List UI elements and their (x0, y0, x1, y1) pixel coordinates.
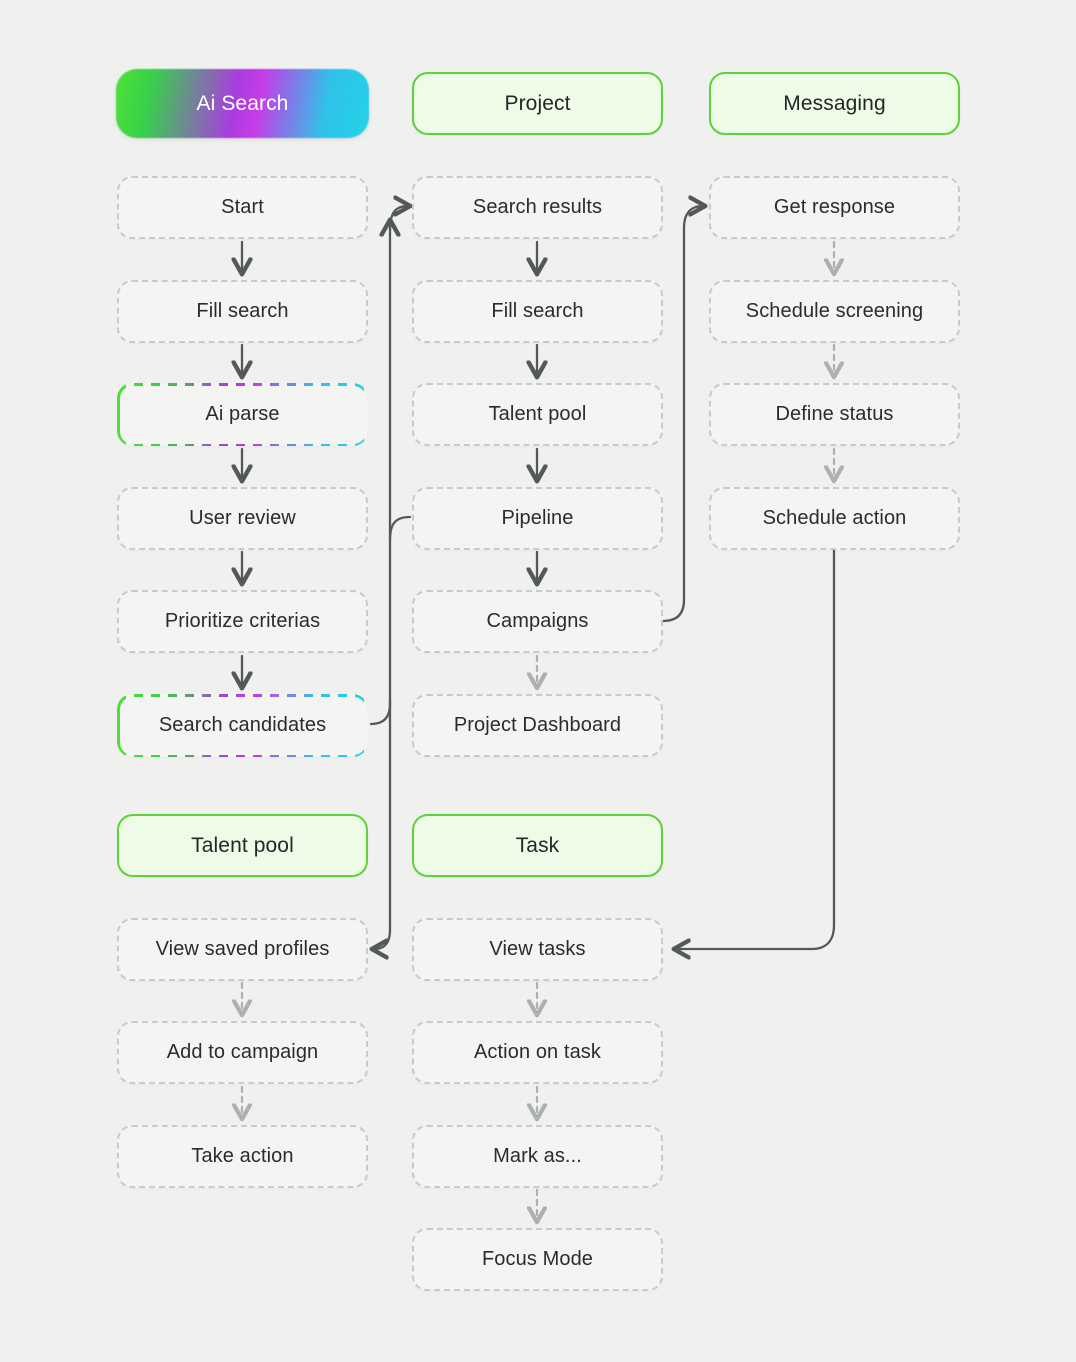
step-schedule-screening-label: Schedule screening (745, 300, 924, 322)
header-ai-search[interactable]: Ai Search (119, 72, 366, 135)
step-project-dashboard[interactable]: Project Dashboard (412, 694, 663, 757)
step-project-dashboard-label: Project Dashboard (453, 714, 622, 736)
header-task[interactable]: Task (412, 814, 663, 877)
step-project-fill-search-label: Fill search (491, 300, 584, 322)
header-talent-pool[interactable]: Talent pool (117, 814, 368, 877)
step-search-results-label: Search results (472, 196, 603, 218)
step-view-tasks-label: View tasks (489, 938, 586, 960)
step-define-status-label: Define status (775, 403, 894, 425)
step-project-fill-search[interactable]: Fill search (412, 280, 663, 343)
step-action-on-task[interactable]: Action on task (412, 1021, 663, 1084)
step-search-results[interactable]: Search results (412, 176, 663, 239)
step-mark-as[interactable]: Mark as... (412, 1125, 663, 1188)
step-fill-search-label: Fill search (196, 300, 289, 322)
step-pipeline-label: Pipeline (501, 507, 574, 529)
step-add-to-campaign-label: Add to campaign (166, 1041, 319, 1063)
step-view-tasks[interactable]: View tasks (412, 918, 663, 981)
header-project[interactable]: Project (412, 72, 663, 135)
step-view-saved-profiles[interactable]: View saved profiles (117, 918, 368, 981)
header-talent-pool-label: Talent pool (191, 833, 294, 857)
step-prioritize-criterias[interactable]: Prioritize criterias (117, 590, 368, 653)
header-messaging-label: Messaging (783, 91, 886, 115)
header-project-label: Project (504, 91, 571, 115)
step-view-saved-profiles-label: View saved profiles (155, 938, 330, 960)
step-ai-parse[interactable]: Ai parse (117, 383, 368, 446)
step-user-review-label: User review (189, 507, 296, 529)
step-campaigns[interactable]: Campaigns (412, 590, 663, 653)
step-pipeline[interactable]: Pipeline (412, 487, 663, 550)
step-search-candidates[interactable]: Search candidates (117, 694, 368, 757)
step-schedule-action-label: Schedule action (762, 507, 907, 529)
step-start-label: Start (221, 196, 264, 218)
step-get-response-label: Get response (773, 196, 896, 218)
step-start[interactable]: Start (117, 176, 368, 239)
step-project-talent-pool[interactable]: Talent pool (412, 383, 663, 446)
header-messaging[interactable]: Messaging (709, 72, 960, 135)
step-fill-search[interactable]: Fill search (117, 280, 368, 343)
step-ai-parse-label: Ai parse (205, 403, 280, 425)
step-take-action-label: Take action (191, 1145, 294, 1167)
step-action-on-task-label: Action on task (473, 1041, 602, 1063)
header-task-label: Task (515, 833, 560, 857)
step-add-to-campaign[interactable]: Add to campaign (117, 1021, 368, 1084)
step-prioritize-criterias-label: Prioritize criterias (164, 610, 321, 632)
step-search-candidates-label: Search candidates (158, 714, 327, 736)
step-focus-mode-label: Focus Mode (481, 1248, 594, 1270)
header-ai-search-label: Ai Search (196, 91, 289, 115)
step-project-talent-pool-label: Talent pool (488, 403, 587, 425)
step-focus-mode[interactable]: Focus Mode (412, 1228, 663, 1291)
step-user-review[interactable]: User review (117, 487, 368, 550)
step-define-status[interactable]: Define status (709, 383, 960, 446)
step-get-response[interactable]: Get response (709, 176, 960, 239)
step-schedule-screening[interactable]: Schedule screening (709, 280, 960, 343)
step-mark-as-label: Mark as... (493, 1145, 582, 1167)
step-take-action[interactable]: Take action (117, 1125, 368, 1188)
step-campaigns-label: Campaigns (486, 610, 589, 632)
step-schedule-action[interactable]: Schedule action (709, 487, 960, 550)
